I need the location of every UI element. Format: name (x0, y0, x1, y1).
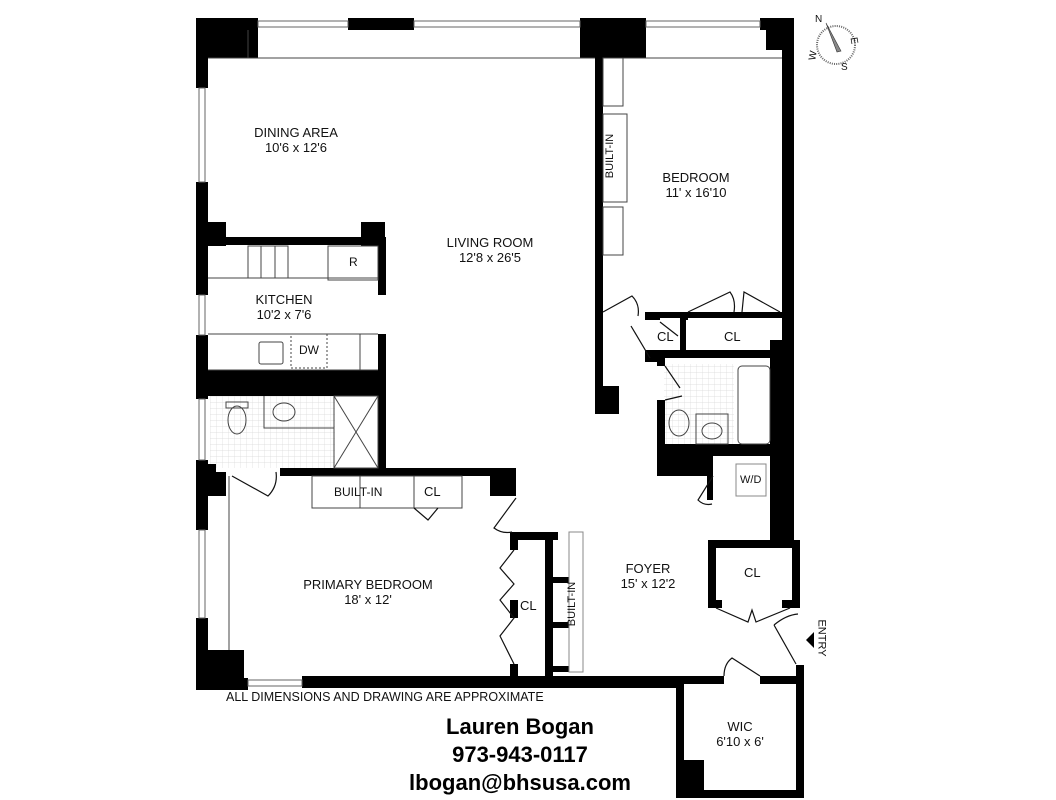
closet-label-bedroom-small: CL (657, 329, 674, 344)
room-primary-bedroom: PRIMARY BEDROOM 18' x 12' (288, 577, 448, 608)
entry-label: ENTRY (815, 619, 828, 657)
room-name: LIVING ROOM (446, 235, 534, 250)
compass-west: W (807, 50, 820, 62)
room-dimensions: 6'10 x 6' (716, 733, 764, 749)
bath-2-tile-floor (664, 364, 734, 444)
room-dimensions: 12'8 x 26'5 (458, 249, 522, 265)
room-wic: WIC 6'10 x 6' (700, 719, 780, 750)
compass-north: N (815, 14, 823, 25)
room-dining-area: DINING AREA 10'6 x 12'6 (236, 125, 356, 156)
fixtures (208, 30, 782, 673)
room-name: DINING AREA (254, 125, 338, 140)
entry-arrow-icon (806, 632, 814, 648)
built-in-label-foyer: BUILT-IN (566, 581, 579, 627)
room-name: KITCHEN (255, 292, 313, 307)
built-in-label-bedroom: BUILT-IN (604, 133, 617, 179)
room-name: FOYER (625, 561, 671, 576)
compass-rose (816, 22, 856, 65)
room-dimensions: 15' x 12'2 (620, 575, 676, 591)
disclaimer-text: ALL DIMENSIONS AND DRAWING ARE APPROXIMA… (226, 690, 544, 704)
walls (196, 18, 804, 798)
room-kitchen: KITCHEN 10'2 x 7'6 (234, 292, 334, 323)
doors (231, 291, 799, 677)
room-dimensions: 18' x 12' (344, 591, 392, 607)
refrigerator-label: R (349, 255, 358, 269)
closet-label-primary-side: CL (520, 598, 537, 613)
compass-south: S (841, 62, 848, 73)
room-foyer: FOYER 15' x 12'2 (598, 561, 698, 592)
room-name: WIC (727, 719, 753, 734)
agent-phone: 973-943-0117 (452, 742, 588, 767)
room-dimensions: 10'2 x 7'6 (256, 306, 312, 322)
room-dimensions: 10'6 x 12'6 (264, 139, 328, 155)
closet-label-primary: CL (424, 484, 441, 499)
washer-dryer-label: W/D (740, 474, 762, 486)
windows (198, 20, 761, 687)
closet-label-bedroom: CL (724, 329, 741, 344)
dishwasher-label: DW (299, 343, 319, 357)
agent-name: Lauren Bogan (446, 714, 594, 739)
room-living-room: LIVING ROOM 12'8 x 26'5 (430, 235, 550, 266)
built-in-label-primary: BUILT-IN (334, 485, 383, 499)
room-dimensions: 11' x 16'10 (665, 184, 727, 200)
room-name: BEDROOM (662, 170, 730, 185)
bath-1-tile-floor (210, 396, 335, 468)
room-name: PRIMARY BEDROOM (303, 577, 433, 592)
closet-label-foyer: CL (744, 565, 761, 580)
agent-email: lbogan@bhsusa.com (409, 770, 631, 795)
room-bedroom: BEDROOM 11' x 16'10 (646, 170, 746, 201)
